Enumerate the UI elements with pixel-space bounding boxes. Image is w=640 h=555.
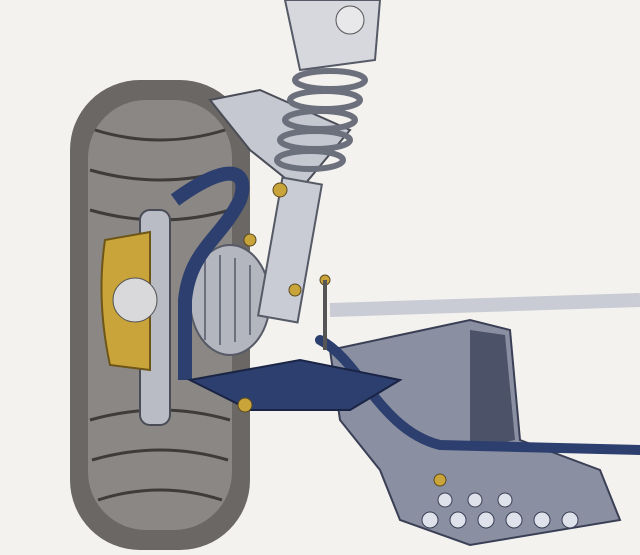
strut [256,0,382,324]
sway-bar [315,335,640,455]
drive-shaft [329,293,640,317]
hub [112,277,158,323]
bolts [237,182,447,487]
coil-spring [274,68,368,172]
subframe [328,318,622,547]
steering-knuckle [170,166,250,380]
